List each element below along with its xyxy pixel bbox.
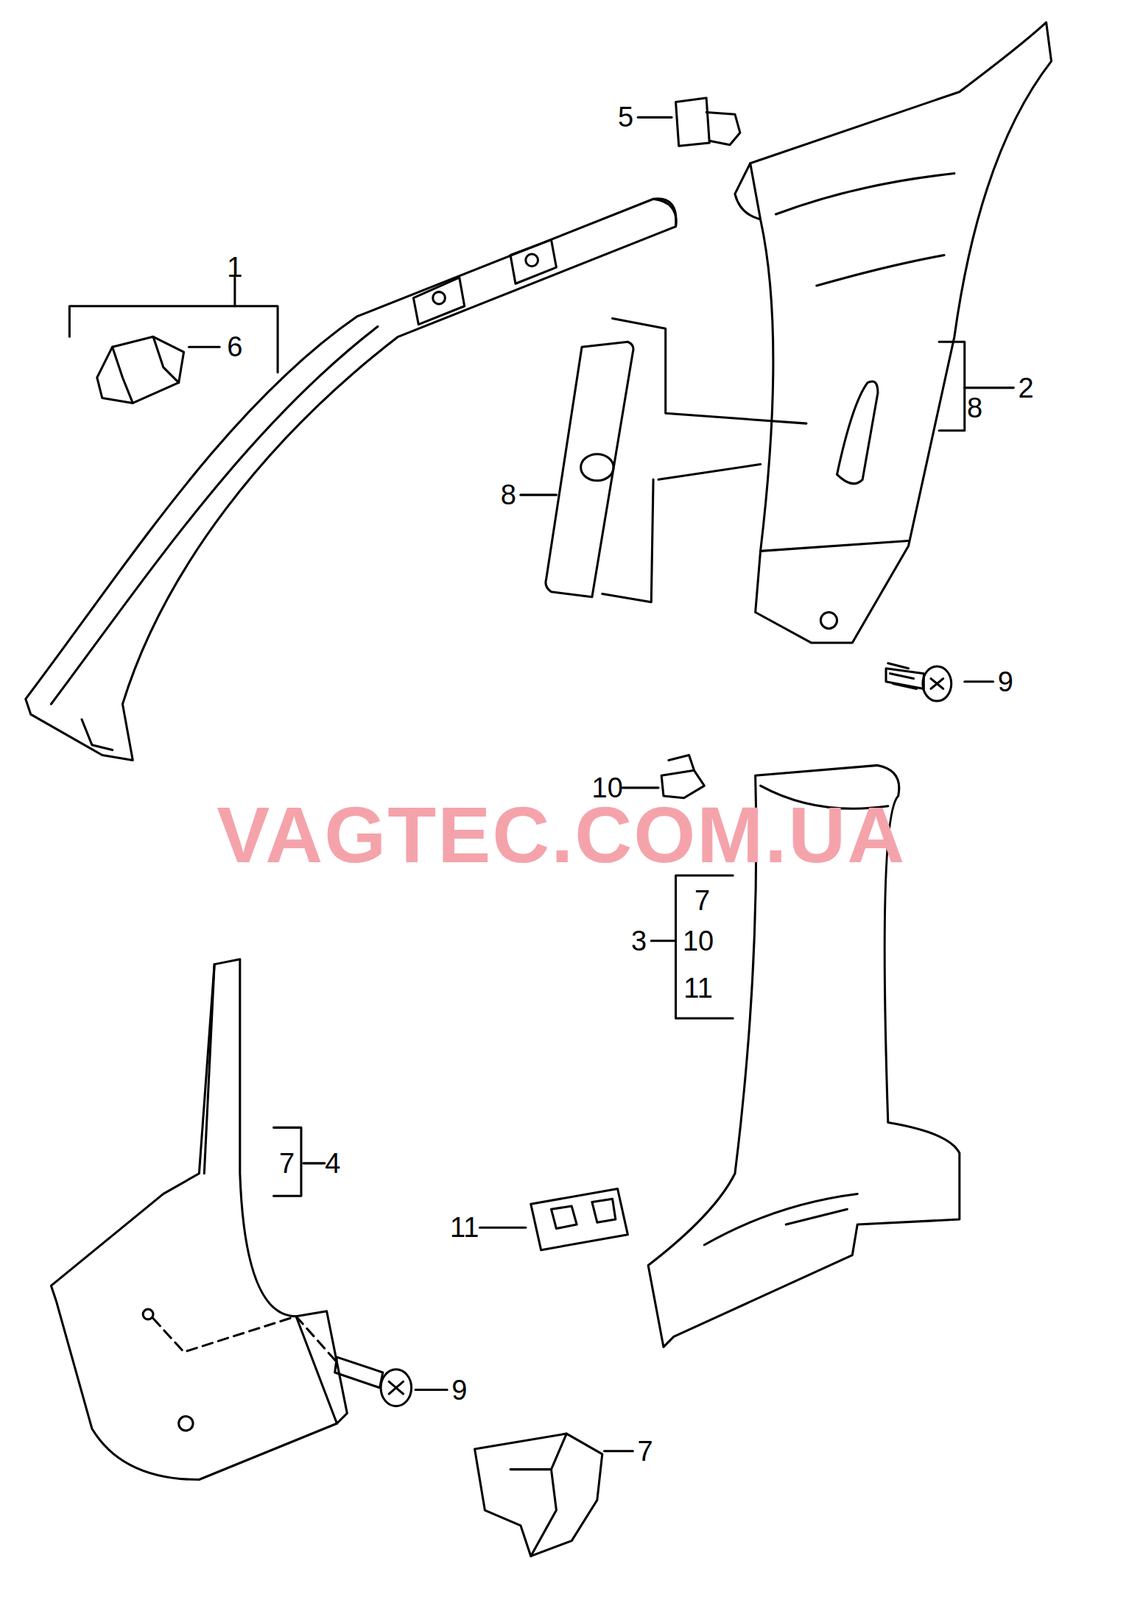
callout-number: 7 [637,1437,653,1466]
watermark: VAGTEC.COM.UA [216,795,906,875]
callout-number: 3 [631,927,647,956]
callout-number: 8 [500,480,517,509]
callout-number: 4 [324,1149,341,1178]
callout-number: 5 [617,103,634,132]
callout-number: 7 [279,1149,295,1178]
callout-number: 9 [997,667,1014,696]
callout-number: 1 [226,253,243,282]
callout-number: 8 [966,394,983,422]
callout-number: 9 [451,1376,467,1405]
callout-number: 10 [682,927,714,956]
callout-number: 7 [694,886,710,915]
callout-number: 6 [226,332,243,361]
callout-number: 2 [1017,374,1034,403]
callout-number: 11 [683,974,713,1003]
callout-number: 11 [449,1213,479,1242]
